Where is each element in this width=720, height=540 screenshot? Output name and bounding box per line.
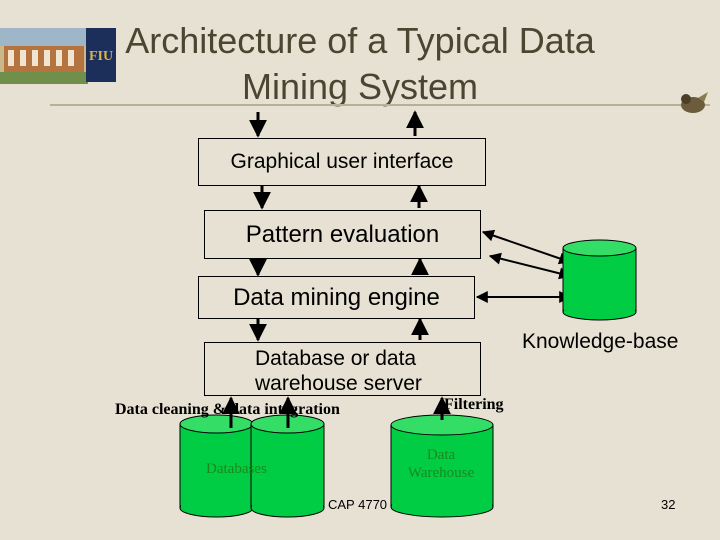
server-label-line-2: warehouse server — [255, 372, 422, 395]
corner-decoration-icon — [681, 92, 708, 113]
databases-label: Databases — [206, 461, 267, 477]
server-label-line-1: Database or data — [255, 347, 417, 370]
arrow-pattern-kb-b — [488, 252, 572, 280]
knowledge-base-label: Knowledge-base — [522, 330, 679, 353]
slide-title: Architecture of a Typical Data Mining Sy… — [90, 18, 630, 110]
slide-page-number: 32 — [661, 497, 676, 512]
title-underline — [50, 104, 710, 106]
database-server-box: Database or data warehouse server — [204, 342, 481, 396]
database-cylinder-1 — [179, 414, 254, 518]
title-line-1: Architecture of a Typical Data — [125, 20, 595, 61]
fiu-logo: FIU — [86, 28, 116, 82]
data-mining-engine-box: Data mining engine — [198, 276, 475, 319]
database-cylinder-2 — [250, 414, 325, 518]
title-line-2: Mining System — [241, 66, 479, 107]
pattern-evaluation-box: Pattern evaluation — [204, 210, 481, 259]
campus-photo-logo — [0, 28, 88, 84]
data-warehouse-cylinder — [390, 414, 494, 518]
knowledge-base-cylinder — [562, 239, 637, 321]
data-warehouse-label: Data Warehouse — [392, 446, 490, 482]
data-cleaning-label: Data cleaning & data integration — [115, 401, 340, 418]
svg-text:FIU: FIU — [89, 49, 113, 64]
warehouse-label-line-2: Warehouse — [407, 465, 475, 481]
gui-box: Graphical user interface — [198, 138, 486, 186]
filtering-label: Filtering — [444, 396, 504, 413]
warehouse-label-line-1: Data — [426, 447, 456, 463]
footer-course-code: CAP 4770 — [328, 497, 388, 512]
